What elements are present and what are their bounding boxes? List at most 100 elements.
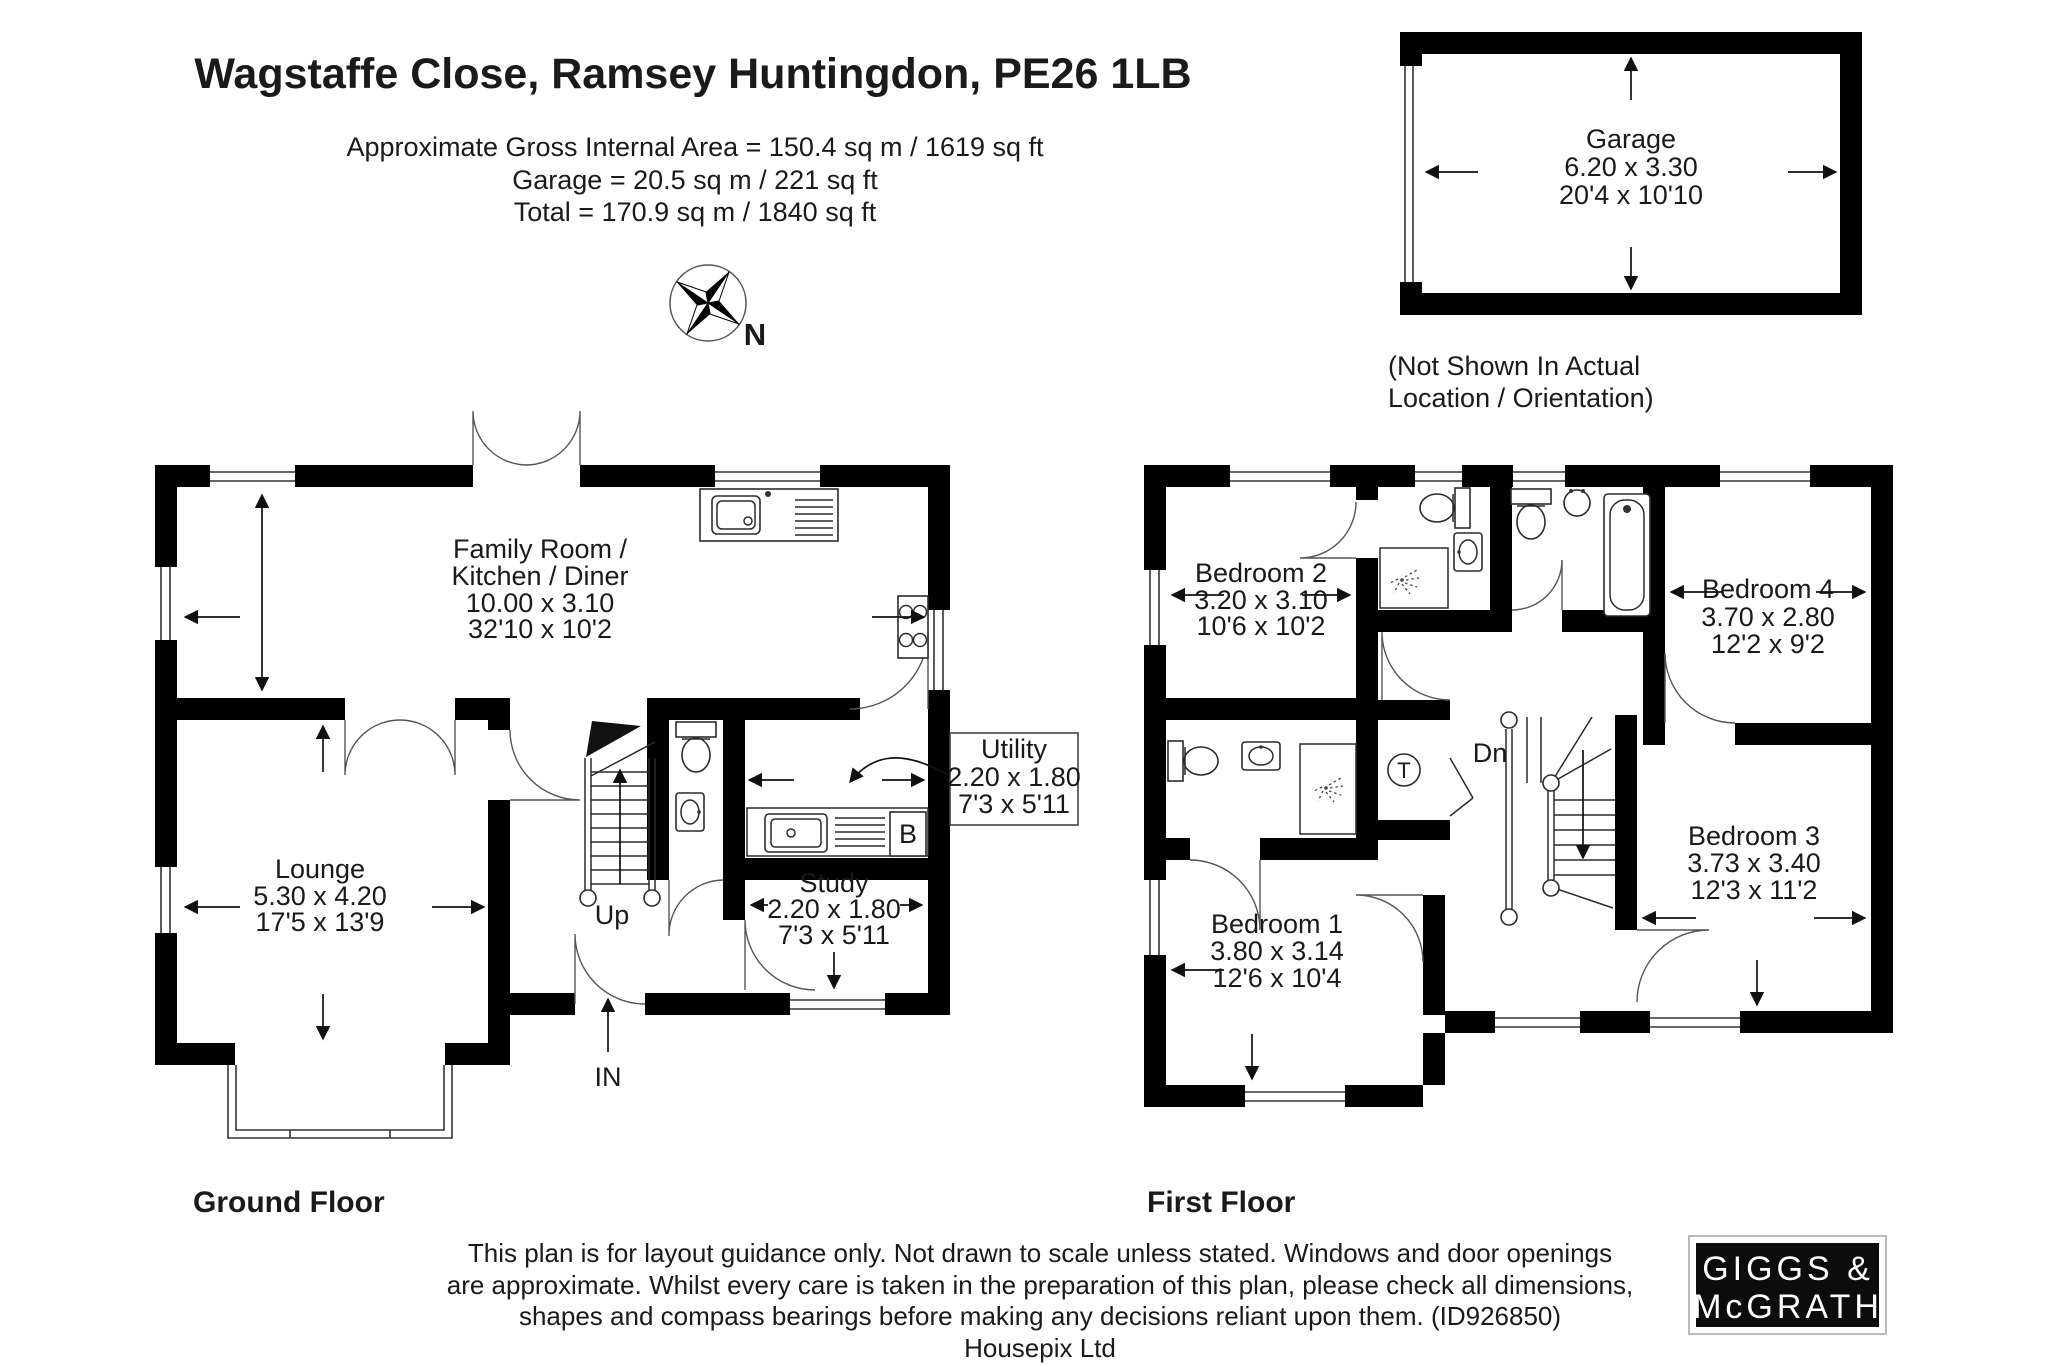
- page-title: Wagstaffe Close, Ramsey Huntingdon, PE26…: [194, 50, 1191, 98]
- utility-size-imperial: 7'3 x 5'11: [958, 789, 1070, 819]
- garage-size-imperial: 20'4 x 10'10: [1559, 180, 1703, 210]
- utility-fixtures: B: [746, 807, 929, 857]
- utility-size-metric: 2.20 x 1.80: [947, 762, 1081, 792]
- total-area-text: Total = 170.9 sq m / 1840 sq ft: [514, 197, 877, 227]
- lounge-name: Lounge: [275, 854, 365, 884]
- toilet-icon: [1167, 740, 1219, 782]
- bedroom1-size-metric: 3.80 x 3.14: [1210, 936, 1344, 966]
- bedroom4-name: Bedroom 4: [1702, 574, 1834, 604]
- bedroom1-size-imperial: 12'6 x 10'4: [1213, 963, 1342, 993]
- bathroom-fixtures: [1510, 488, 1651, 617]
- disclaimer-line1: This plan is for layout guidance only. N…: [468, 1238, 1612, 1268]
- agent-logo: GIGGS & McGRATH: [1688, 1235, 1887, 1335]
- compass-rose: N: [669, 264, 766, 352]
- garage-note-line1: (Not Shown In Actual: [1388, 351, 1640, 381]
- bedroom2-size-metric: 3.20 x 3.10: [1194, 585, 1328, 615]
- family-room-size-imperial: 32'10 x 10'2: [468, 614, 612, 644]
- garage-name: Garage: [1586, 124, 1676, 154]
- utility-callout: Utility 2.20 x 1.80 7'3 x 5'11: [849, 732, 1081, 826]
- boiler-label: B: [899, 819, 917, 849]
- first-door-arcs: [1189, 501, 1736, 1003]
- garage-size-metric: 6.20 x 3.30: [1564, 152, 1698, 182]
- toilet-icon: [1510, 488, 1552, 540]
- tank-label: T: [1397, 758, 1410, 783]
- entrance-label: IN: [595, 1062, 622, 1092]
- study-size-imperial: 7'3 x 5'11: [778, 920, 890, 950]
- boiler-icon: [889, 811, 927, 857]
- disclaimer-line2: are approximate. Whilst every care is ta…: [447, 1270, 1634, 1300]
- family-room-size-metric: 10.00 x 3.10: [466, 588, 615, 618]
- garage-door-line: [1404, 66, 1414, 282]
- ground-floor-title: Ground Floor: [193, 1186, 385, 1219]
- compass-star-icon: [676, 271, 740, 335]
- study-name: Study: [799, 868, 869, 898]
- header: Wagstaffe Close, Ramsey Huntingdon, PE26…: [194, 50, 1191, 227]
- garage-door-opening: [1400, 66, 1422, 282]
- first-floor-title: First Floor: [1147, 1186, 1296, 1219]
- logo-background: [1696, 1243, 1879, 1327]
- wc-fixtures: [675, 721, 717, 832]
- footer: This plan is for layout guidance only. N…: [447, 1238, 1634, 1363]
- bath-icon: [1603, 493, 1651, 617]
- disclaimer-line4: Housepix Ltd: [964, 1333, 1116, 1363]
- bedroom2-name: Bedroom 2: [1195, 558, 1327, 588]
- lounge-size-imperial: 17'5 x 13'9: [256, 907, 385, 937]
- first-windows: [1149, 471, 1810, 1102]
- disclaimer-line3: shapes and compass bearings before makin…: [519, 1301, 1561, 1331]
- pedestal-basin-icon: [1563, 489, 1591, 517]
- ground-room-labels: Family Room / Kitchen / Diner 10.00 x 3.…: [253, 534, 901, 950]
- shower-room-fixtures: [1167, 740, 1357, 835]
- first-floor-plan: T Dn Bedroom 2 3.20 x 3.10 10'6 x 10'2 B…: [1144, 465, 1893, 1219]
- garage-plan: Garage 6.20 x 3.30 20'4 x 10'10 (Not Sho…: [1388, 32, 1862, 413]
- stairs-down-label: Dn: [1473, 738, 1508, 768]
- family-room-name2: Kitchen / Diner: [451, 561, 628, 591]
- bedroom4-size-metric: 3.70 x 2.80: [1701, 602, 1835, 632]
- ground-windows: [160, 471, 944, 1010]
- basin-icon: [1453, 532, 1483, 572]
- shower-icon: [1379, 547, 1449, 609]
- bedroom3-size-metric: 3.73 x 3.40: [1687, 848, 1821, 878]
- bedroom1-name: Bedroom 1: [1211, 909, 1343, 939]
- logo-line2: McGRATH: [1693, 1288, 1883, 1326]
- garage-dimension-arrows: [1424, 56, 1838, 291]
- ground-internal-walls: [155, 698, 928, 993]
- ground-floor-plan: Up B Famil: [155, 410, 1081, 1219]
- shower-icon: [1299, 743, 1357, 835]
- kitchen-fixtures: [699, 488, 929, 659]
- bedroom4-size-imperial: 12'2 x 9'2: [1711, 629, 1825, 659]
- lounge-size-metric: 5.30 x 4.20: [253, 881, 387, 911]
- ensuite-fixtures: [1379, 487, 1483, 609]
- tank-cupboard: T: [1387, 753, 1421, 787]
- first-internal-walls: [1166, 487, 1871, 1015]
- cupboard-door: [1449, 757, 1474, 817]
- garage-area-text: Garage = 20.5 sq m / 221 sq ft: [512, 165, 878, 195]
- study-size-metric: 2.20 x 1.80: [767, 894, 901, 924]
- stairs-up-label: Up: [595, 900, 630, 930]
- entrance: IN: [595, 997, 622, 1092]
- toilet-icon: [675, 721, 717, 773]
- gross-area-text: Approximate Gross Internal Area = 150.4 …: [346, 132, 1044, 162]
- bay-window: [227, 1065, 453, 1139]
- stairs-down: [1500, 711, 1615, 926]
- tank-icon: [1387, 753, 1421, 787]
- logo-line1: GIGGS &: [1702, 1250, 1874, 1288]
- garage-note-line2: Location / Orientation): [1388, 383, 1654, 413]
- hob-icon: [897, 595, 929, 659]
- bedroom3-name: Bedroom 3: [1688, 821, 1820, 851]
- first-dimension-arrows: [1170, 584, 1867, 1081]
- bedroom2-size-imperial: 10'6 x 10'2: [1197, 611, 1326, 641]
- basin-icon: [675, 792, 705, 832]
- family-room-name1: Family Room /: [453, 534, 628, 564]
- ground-door-arcs: [344, 410, 929, 1005]
- stair-winder: [586, 721, 641, 757]
- first-room-labels: Bedroom 2 3.20 x 3.10 10'6 x 10'2 Bedroo…: [1194, 558, 1835, 993]
- compass-north-label: N: [744, 317, 766, 352]
- utility-callout-leader: [849, 757, 951, 784]
- stairs-up: [579, 721, 661, 907]
- toilet-icon: [1419, 487, 1471, 529]
- ground-dimension-arrows: [183, 493, 926, 1041]
- basin-icon: [1241, 741, 1281, 771]
- bedroom3-size-imperial: 12'3 x 11'2: [1691, 875, 1818, 905]
